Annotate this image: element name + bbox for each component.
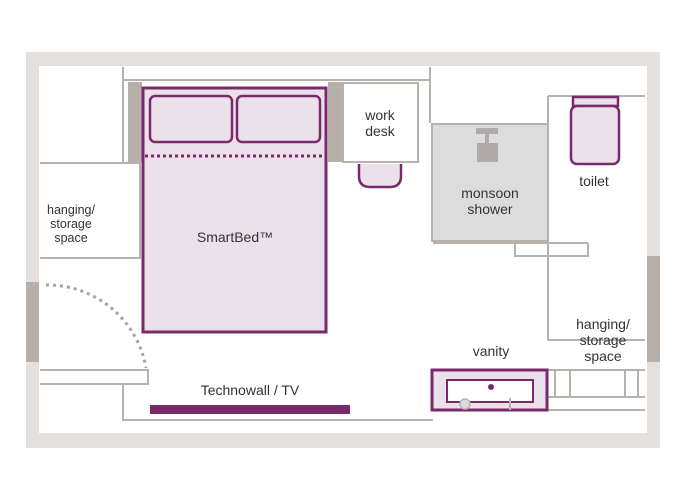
work-desk [342, 82, 419, 163]
smartbed [141, 86, 328, 334]
label-work-desk: work desk [365, 107, 395, 139]
label-technowall-tv: Technowall / TV [200, 382, 300, 398]
label-hanging-storage-right: hanging/ storage space [576, 316, 630, 364]
monsoon-shower [431, 123, 549, 242]
bed-left-pillar [128, 82, 142, 162]
left-wall-pillar [26, 282, 39, 362]
label-smartbed: SmartBed™ [196, 229, 274, 245]
vanity-knob-icon [459, 398, 471, 410]
label-toilet: toilet [579, 173, 609, 189]
shower-head-icon [476, 128, 498, 162]
vanity-unit [430, 368, 549, 412]
right-wall-pillar [647, 256, 660, 362]
interior-walls [40, 67, 645, 421]
door-swing-arc [45, 283, 148, 369]
label-vanity: vanity [472, 343, 510, 359]
label-hanging-storage-left: hanging/ storage space [47, 203, 95, 245]
pillow-left [148, 94, 234, 144]
toilet-icon [569, 95, 621, 166]
label-monsoon-shower: monsoon shower [461, 185, 519, 217]
sink-drain-icon [488, 384, 494, 390]
bed-right-pillar [328, 82, 342, 162]
technowall-tv [150, 405, 350, 414]
desk-chair [357, 164, 403, 189]
pillow-right [235, 94, 322, 144]
